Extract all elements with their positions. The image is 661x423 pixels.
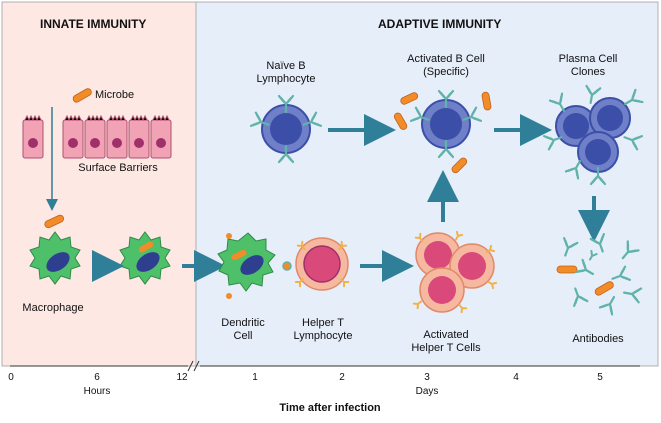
surface-barrier-cells [22, 114, 172, 159]
axis-title: Time after infection [279, 402, 381, 414]
timeline-axis [10, 360, 640, 372]
innate-header: INNATE IMMUNITY [40, 17, 147, 31]
label-macrophage: Macrophage [22, 302, 84, 314]
tick-0h: 0 [8, 372, 14, 383]
tick-1d: 1 [252, 372, 258, 383]
label-naive-b: Naïve B Lymphocyte [256, 60, 316, 85]
plasma-cell-clones [542, 84, 644, 186]
hours-label: Hours [83, 386, 111, 397]
label-surface-barriers: Surface Barriers [78, 162, 158, 174]
innate-panel [1, 1, 197, 367]
helper-t-cell [294, 237, 350, 291]
adaptive-header: ADAPTIVE IMMUNITY [378, 17, 502, 31]
label-helper-t: Helper T Lymphocyte [293, 317, 353, 342]
tick-6h: 6 [94, 372, 100, 383]
days-label: Days [415, 386, 439, 397]
tick-4d: 4 [513, 372, 519, 383]
tick-5d: 5 [597, 372, 603, 383]
activated-b-cell [409, 89, 483, 159]
label-dendritic: Dendritic Cell [221, 317, 265, 342]
tick-12h: 12 [176, 372, 188, 383]
tick-2d: 2 [339, 372, 345, 383]
label-activated-t: Activated Helper T Cells [411, 329, 481, 354]
dendritic-cell [217, 232, 292, 299]
label-plasma: Plasma Cell Clones [558, 53, 618, 78]
label-antibodies: Antibodies [572, 333, 624, 345]
label-activated-b: Activated B Cell (Specific) [407, 53, 485, 78]
naive-b-cell [249, 94, 323, 164]
activated-helper-t-cells [412, 230, 498, 314]
tick-3d: 3 [424, 372, 430, 383]
label-microbe: Microbe [95, 89, 135, 101]
macrophage-cells [29, 231, 171, 285]
